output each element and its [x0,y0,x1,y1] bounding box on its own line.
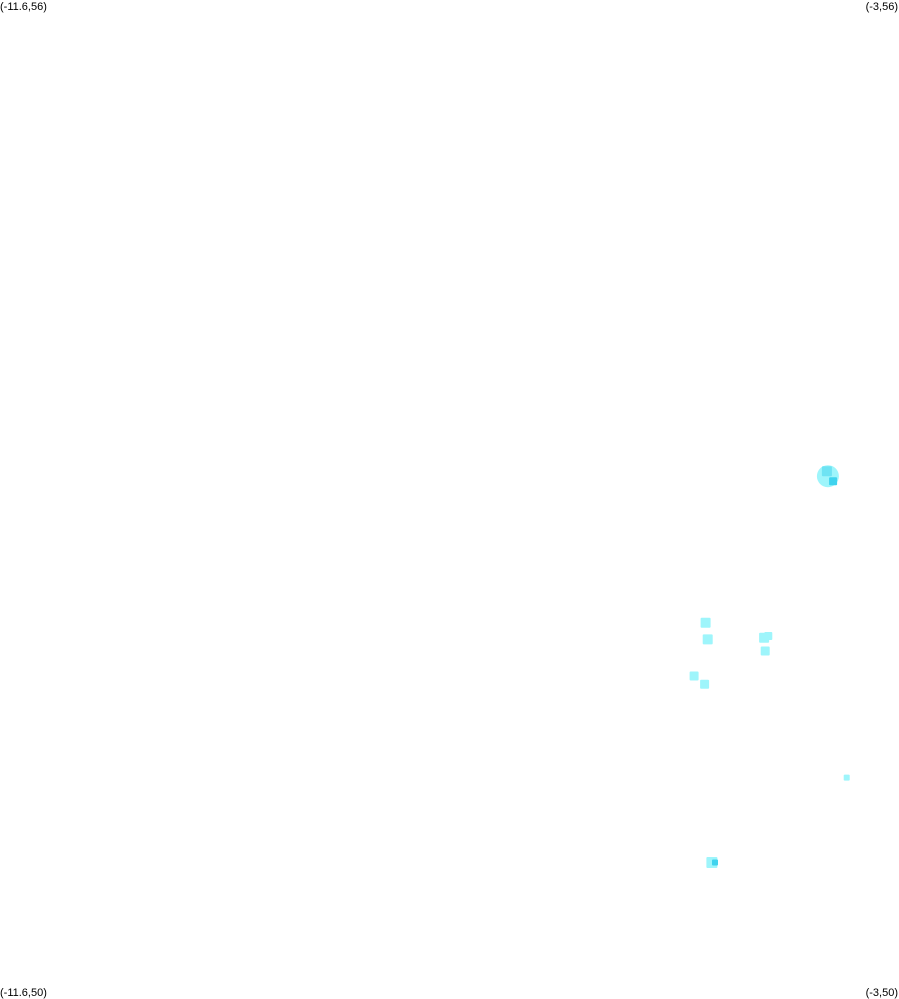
corner-label-top-right: (-3,56) [865,1,898,13]
map-point [764,632,773,640]
map-point [700,617,711,628]
map-point [700,679,710,689]
corner-label-bottom-left: (-11.6,50) [0,987,47,999]
map-point [702,634,713,645]
map-point [689,671,699,681]
map-point [712,859,718,866]
corner-label-top-left: (-11.6,56) [0,1,47,13]
corner-label-bottom-right: (-3,50) [865,987,898,999]
map-point [843,774,850,781]
map-point [821,466,832,477]
map-point [760,646,770,656]
map-point [829,477,838,486]
